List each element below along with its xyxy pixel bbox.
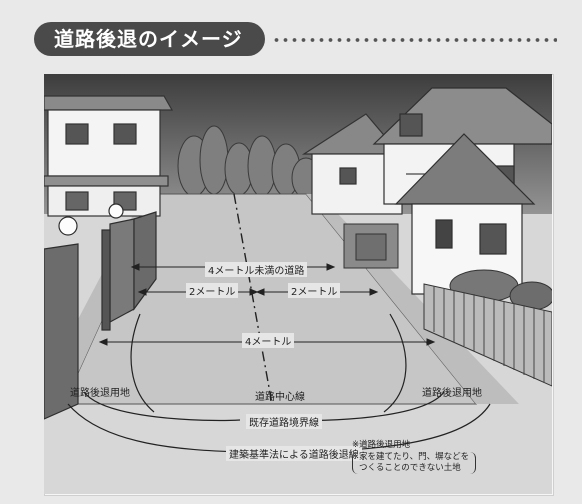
label-4m: 4メートル: [242, 333, 295, 348]
label-2m-left: 2メートル: [186, 283, 239, 298]
right-fence-shrubs: [343, 223, 552, 387]
note-head: ※道路後退用地: [352, 440, 411, 450]
label-existing-boundary: 既存道路境界線: [246, 414, 322, 429]
label-2m-right: 2メートル: [288, 283, 341, 298]
road-setback-illustration: [44, 74, 552, 494]
tree-row: [177, 125, 321, 199]
title-dotted-rule: [272, 37, 557, 43]
label-under-4m: 4メートル未満の道路: [205, 262, 308, 277]
page-title: 道路後退のイメージ: [34, 22, 265, 56]
label-road-center: 道路中心線: [255, 392, 305, 403]
road-center-line: [233, 193, 273, 405]
label-setback-land-left: 道路後退用地: [70, 388, 130, 399]
left-house: [44, 95, 174, 217]
note-line-1: 家を建てたり、門、塀などを: [359, 452, 470, 462]
label-setback-line: 建築基準法による道路後退線: [226, 446, 362, 461]
left-wall-gate: [44, 203, 157, 420]
note-body: 家を建てたり、門、塀などを つくることのできない土地: [352, 452, 477, 474]
setback-land-note: ※道路後退用地 家を建てたり、門、塀などを つくることのできない土地: [352, 440, 477, 474]
note-line-2: つくることのできない土地: [359, 463, 461, 473]
label-setback-land-right: 道路後退用地: [422, 388, 482, 399]
